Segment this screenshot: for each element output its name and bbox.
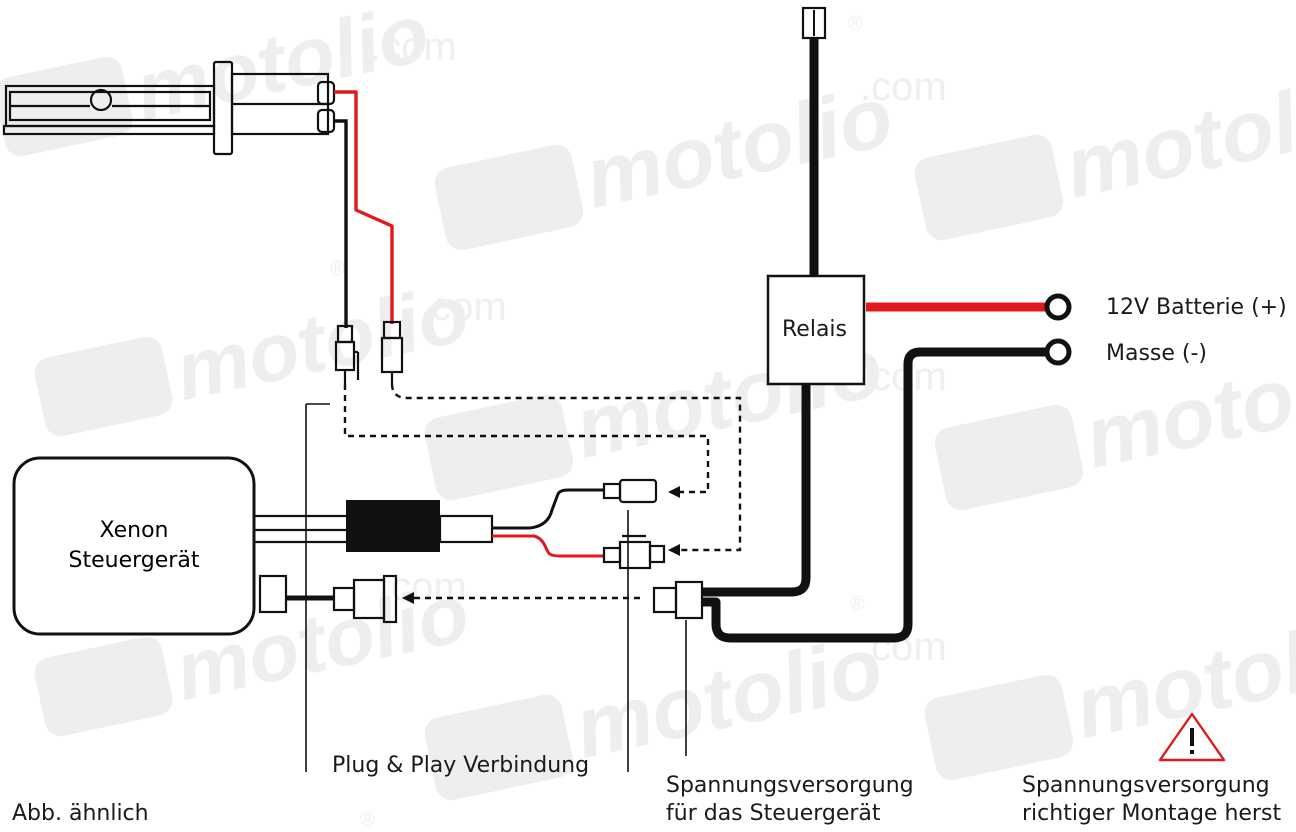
relay-harness-wires: [702, 8, 1046, 643]
black-wire-bulb: [334, 119, 348, 328]
harness-connector-top: [602, 478, 658, 504]
relay-power-plug: [652, 580, 704, 620]
controller-label-line1: Xenon: [99, 518, 169, 543]
warning-triangle-icon: [1158, 712, 1226, 762]
ring-terminal-icon: [1044, 338, 1072, 366]
bulb-connector-black: [334, 324, 360, 384]
xenon-controller-box: [12, 456, 256, 636]
watermark-registered: ®: [848, 13, 863, 35]
watermark-domain: .com: [420, 285, 507, 329]
footnote-label: Abb. ähnlich: [12, 801, 149, 826]
watermark-domain: .com: [370, 25, 457, 69]
xenon-controller-label: Xenon Steuergerät: [14, 458, 254, 634]
relay-label: Relais: [782, 317, 848, 342]
watermark-domain: .com: [860, 355, 947, 399]
plug-and-play-label: Plug & Play Verbindung: [332, 753, 590, 778]
relay-box: [766, 274, 866, 386]
harness-connector-bottom: [602, 534, 666, 570]
bulb-connector-red: [380, 320, 404, 384]
battery-positive-label: 12V Batterie (+): [1106, 295, 1287, 320]
power-supply-label-line2: für das Steuergerät: [666, 801, 881, 826]
watermark-registered: ®: [850, 593, 865, 615]
xenon-bulb: [2, 60, 336, 156]
watermark-registered: ®: [330, 258, 345, 280]
controller-power-plug: [332, 574, 398, 624]
controller-power-socket: [258, 574, 288, 614]
black-wire-harness: [492, 488, 604, 530]
watermark-domain: .com: [860, 65, 947, 109]
watermark-registered: ®: [360, 809, 375, 831]
controller-harness: [254, 514, 346, 544]
harness-sleeve: [438, 514, 494, 544]
red-wire-harness: [492, 534, 604, 558]
controller-label-line2: Steuergerät: [68, 548, 200, 573]
warning-label-line1: Spannungsversorgung: [1022, 773, 1270, 798]
ground-label: Masse (-): [1106, 341, 1208, 366]
label-bracket-lines: [305, 403, 687, 772]
plug-guide-lines: [343, 383, 742, 600]
ring-terminal-icon: [1044, 293, 1072, 321]
guide-arrowheads: [402, 486, 680, 604]
controller-igniter-block: [346, 500, 440, 552]
power-supply-label-line1: Spannungsversorgung: [666, 773, 914, 798]
red-wire-bulb: [334, 90, 394, 324]
watermark-domain: .com: [380, 565, 467, 609]
warning-label-line2: richtiger Montage herst: [1022, 801, 1282, 826]
